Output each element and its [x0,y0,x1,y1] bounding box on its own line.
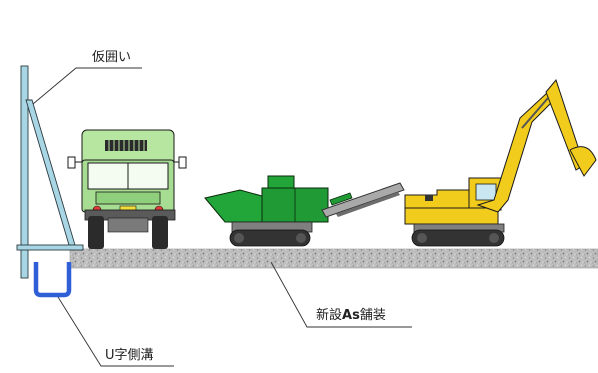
fence-leader-line [32,67,142,105]
mobile-crusher-icon [204,175,405,247]
pavement-label-prefix: 新設 [316,308,343,323]
pavement-label-bold: As [342,308,360,323]
u-ditch-label-text: U字側溝 [105,348,154,363]
u-ditch-label: U字側溝 [105,348,154,364]
pavement-label: 新設As舗装 [316,308,386,324]
new-as-pavement [69,248,598,269]
u-ditch [33,262,72,298]
fence-label-text: 仮囲い [92,50,132,65]
temporary-fence [16,65,84,279]
dump-truck-icon [67,129,187,249]
pavement-leader-line [270,261,412,328]
fence-label: 仮囲い [92,50,131,66]
excavator-icon [404,78,597,247]
u-ditch-leader-line [57,296,174,367]
pavement-label-suffix: 舗装 [359,308,386,323]
